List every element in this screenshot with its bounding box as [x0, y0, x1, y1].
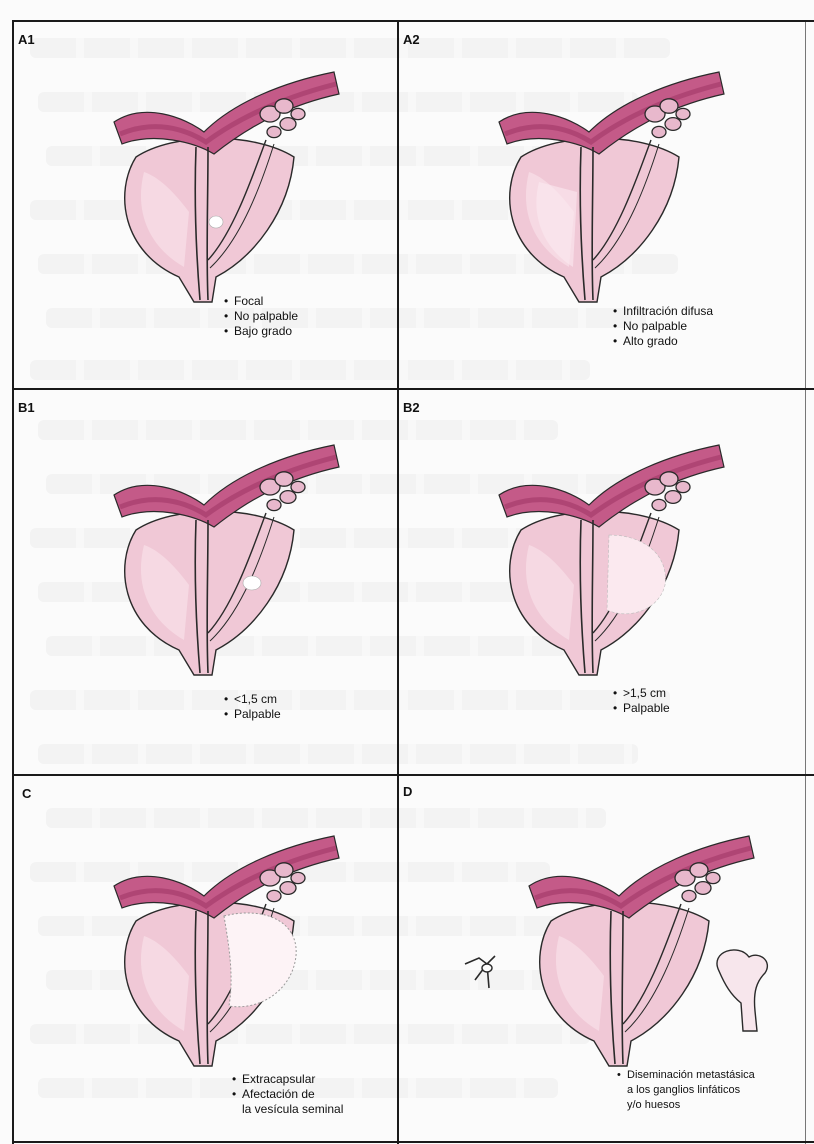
vesicle-lobe-shape [695, 882, 711, 895]
bullet-item: •<1,5 cm [224, 692, 281, 707]
panel-label: A2 [403, 32, 420, 47]
vesicle-lobe-shape [291, 872, 305, 883]
urethra-line [592, 520, 593, 673]
prostate-illustration [84, 62, 354, 312]
vesicle-lobe-shape [690, 863, 708, 877]
bullet-item: •Bajo grado [224, 324, 298, 339]
panel-d: D •Diseminación metastásica a los gangli… [399, 776, 784, 1141]
stage-description: •<1,5 cm •Palpable [224, 692, 281, 722]
stage-description: •Infiltración difusa •No palpable •Alto … [613, 304, 713, 349]
vesicle-lobe-shape [660, 472, 678, 486]
bullet-item: •Extracapsular [232, 1072, 343, 1087]
stage-description: •>1,5 cm •Palpable [613, 686, 670, 716]
panel-a1: A1 •Focal •No palpable •Bajo grado [14, 22, 399, 388]
vesicle-lobe-shape [267, 126, 281, 137]
bullet-item: •Infiltración difusa [613, 304, 713, 319]
prostate-illustration [84, 435, 354, 685]
panel-a2: A2 •Infiltración difusa •No palpable •Al… [399, 22, 784, 388]
vesicle-lobe-shape [706, 872, 720, 883]
prostate-illustration [84, 826, 354, 1076]
vesicle-lobe-shape [275, 99, 293, 113]
bullet-item: •Alto grado [613, 334, 713, 349]
vesicle-lobe-shape [676, 481, 690, 492]
panel-label: B2 [403, 400, 420, 415]
bullet-item: •No palpable [613, 319, 713, 334]
vesicle-lobe-shape [652, 499, 666, 510]
prostate-illustration [469, 62, 739, 312]
urethra-line [207, 147, 208, 300]
panel-c: C •Extracapsular •Afectación de la vesíc… [14, 776, 399, 1141]
bullet-item: •Palpable [613, 701, 670, 716]
bullet-item: •Palpable [224, 707, 281, 722]
stage-description: •Focal •No palpable •Bajo grado [224, 294, 298, 339]
anatomy-group [499, 445, 724, 675]
vesicle-lobe-shape [660, 99, 678, 113]
vesicle-lobe-shape [682, 890, 696, 901]
panel-label: C [22, 786, 31, 801]
panel-b1: B1 •<1,5 cm •Palpable [14, 390, 399, 774]
bottom-border [12, 1141, 814, 1143]
bullet-item: •Diseminación metastásica [617, 1068, 755, 1083]
anatomy-group [114, 445, 339, 675]
stage-description: •Extracapsular •Afectación de la vesícul… [232, 1072, 343, 1117]
urethra-line [207, 520, 208, 673]
vesicle-lobe-shape [267, 890, 281, 901]
bone-shape [717, 950, 767, 1031]
lymph-node-icon [465, 956, 495, 988]
bullet-item: •Focal [224, 294, 298, 309]
lymph-vessel-line [465, 956, 495, 988]
panel-label: B1 [18, 400, 35, 415]
bullet-item: •No palpable [224, 309, 298, 324]
tumor-nodule-shape [243, 576, 261, 590]
anatomy-group [529, 836, 754, 1066]
vesicle-lobe-shape [652, 126, 666, 137]
vesicle-lobe-shape [665, 118, 681, 131]
vesicle-lobe-shape [275, 863, 293, 877]
vesicle-lobe-shape [267, 499, 281, 510]
stage-description: •Diseminación metastásica a los ganglios… [617, 1068, 755, 1113]
urethra-line [592, 147, 593, 300]
bone-icon [717, 950, 767, 1031]
bullet-continuation: a los ganglios linfáticos [617, 1083, 755, 1098]
anatomy-group [499, 72, 724, 302]
vesicle-lobe-shape [291, 108, 305, 119]
vesicle-lobe-shape [280, 118, 296, 131]
lymph-node-shape [482, 964, 492, 972]
bullet-continuation: la vesícula seminal [232, 1102, 343, 1117]
panel-b2: B2 •>1,5 cm •Palpable [399, 390, 784, 774]
bullet-item: •>1,5 cm [613, 686, 670, 701]
extracapsular-extension-shape [224, 913, 296, 1007]
bullet-continuation: y/o huesos [617, 1098, 755, 1113]
anatomy-group [114, 836, 339, 1066]
prostate-illustration [459, 826, 789, 1076]
prostate-illustration [469, 435, 739, 685]
anatomy-group [114, 72, 339, 302]
vesicle-lobe-shape [676, 108, 690, 119]
vesicle-lobe-shape [291, 481, 305, 492]
vesicle-lobe-shape [280, 491, 296, 504]
urethra-line [622, 911, 623, 1064]
vesicle-lobe-shape [280, 882, 296, 895]
vesicle-lobe-shape [665, 491, 681, 504]
tumor-focus-shape [209, 216, 223, 228]
panel-label: D [403, 784, 412, 799]
bullet-item: •Afectación de [232, 1087, 343, 1102]
vesicle-lobe-shape [275, 472, 293, 486]
urethra-line [207, 911, 208, 1064]
panel-label: A1 [18, 32, 35, 47]
